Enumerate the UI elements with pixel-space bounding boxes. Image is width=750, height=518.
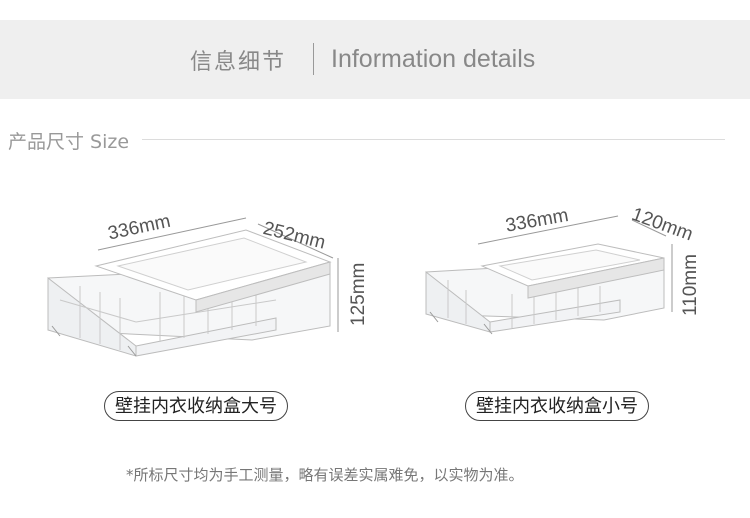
section-title: 产品尺寸 Size [8,131,130,153]
small-height-label: 110mm [680,254,701,316]
footnote: *所标尺寸均为手工测量，略有误差实属难免，以实物为准。 [126,466,524,484]
large-product-name: 壁挂内衣收纳盒大号 [104,391,288,421]
header-title-en: Information details [331,45,536,73]
header-divider [313,43,314,75]
header-title-cn: 信息细节 [190,50,287,75]
section-divider [142,139,725,140]
large-height-label: 125mm [348,262,369,326]
small-product-name: 壁挂内衣收纳盒小号 [465,391,649,421]
header-band [0,20,750,99]
